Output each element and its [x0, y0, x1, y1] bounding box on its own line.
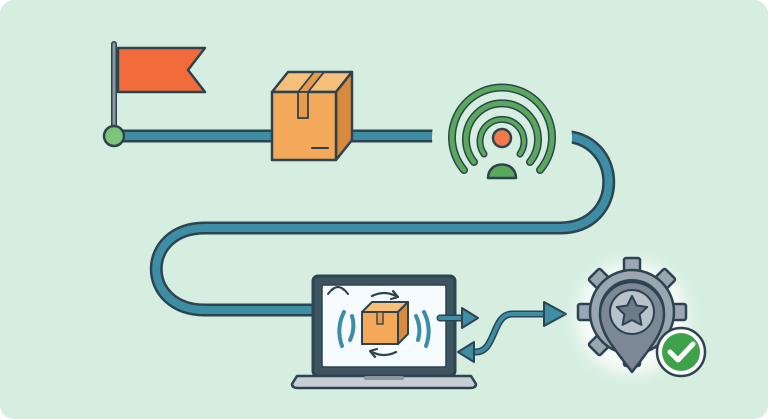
sync-arrows-icon [337, 289, 431, 359]
star-icon [615, 295, 649, 326]
broadcast-person-icon [432, 68, 572, 208]
checkmark-badge-icon [655, 326, 707, 378]
laptop-package-icon [361, 301, 409, 345]
package-box-icon [270, 70, 354, 162]
two-way-arrows-icon [457, 301, 567, 363]
journey-path [107, 129, 616, 317]
start-flag-icon [102, 41, 207, 148]
output-arrow-icon [436, 307, 479, 329]
